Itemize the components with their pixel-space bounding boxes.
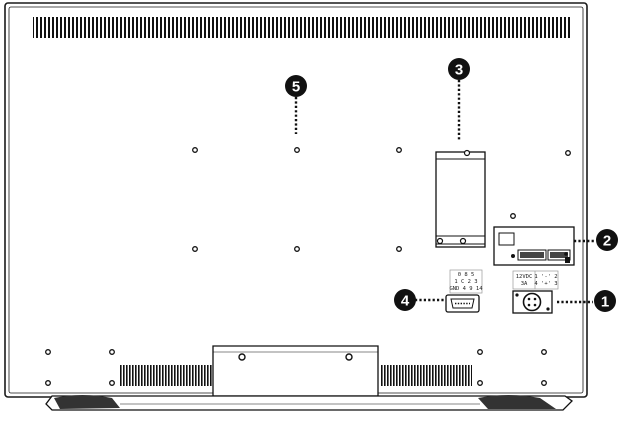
power-current-text: 3A	[521, 281, 528, 287]
callout-badge-2: 2	[596, 229, 618, 251]
callout-number-3: 3	[455, 62, 463, 79]
bottom-left-vent	[120, 365, 215, 386]
screw	[396, 246, 402, 252]
monitor-housing	[4, 2, 588, 398]
power-pinout-bottom-text: 4 '+' 3	[534, 281, 557, 287]
screw	[192, 147, 198, 153]
mounting-screws	[45, 147, 571, 386]
callout-number-2: 2	[603, 233, 611, 250]
power-input-connector	[512, 290, 553, 314]
stand	[45, 345, 574, 411]
callout-leaders	[294, 80, 596, 304]
screw	[396, 147, 402, 153]
serial-row2-text: 1 C 2 3	[454, 279, 477, 285]
input-terminal-panel	[493, 226, 575, 266]
screw	[510, 213, 516, 219]
power-pinout-top-text: 1 '-' 2	[534, 274, 557, 280]
callout-number-4: 4	[401, 293, 410, 310]
callout-badge-3: 3	[448, 58, 470, 80]
serial-row3-text: GND 4 9 14	[449, 286, 483, 292]
top-vent-grille	[33, 17, 570, 38]
serial-port-connector	[445, 294, 480, 313]
screw	[294, 147, 300, 153]
callout-number-5: 5	[292, 79, 300, 96]
bottom-right-vent	[380, 365, 472, 386]
screw	[565, 150, 571, 156]
screw	[109, 380, 115, 386]
option-slot-module	[435, 149, 486, 248]
callout-badge-1: 1	[594, 290, 616, 312]
screw	[45, 349, 51, 355]
screw	[541, 380, 547, 386]
screw	[45, 380, 51, 386]
screw	[477, 380, 483, 386]
serial-port-label: 0 8 5 1 C 2 3 GND 4 9 14	[449, 269, 483, 294]
callout-badge-5: 5	[285, 75, 307, 97]
callout-number-1: 1	[601, 294, 609, 311]
power-voltage-text: 12VDC	[516, 274, 533, 280]
power-input-label: 12VDC 3A 1 '-' 2 4 '+' 3	[512, 270, 559, 290]
screw	[109, 349, 115, 355]
screw	[294, 246, 300, 252]
serial-row1-text: 0 8 5	[458, 272, 475, 278]
callout-badge-4: 4	[394, 289, 416, 311]
screw	[192, 246, 198, 252]
screw	[541, 349, 547, 355]
screw	[477, 349, 483, 355]
